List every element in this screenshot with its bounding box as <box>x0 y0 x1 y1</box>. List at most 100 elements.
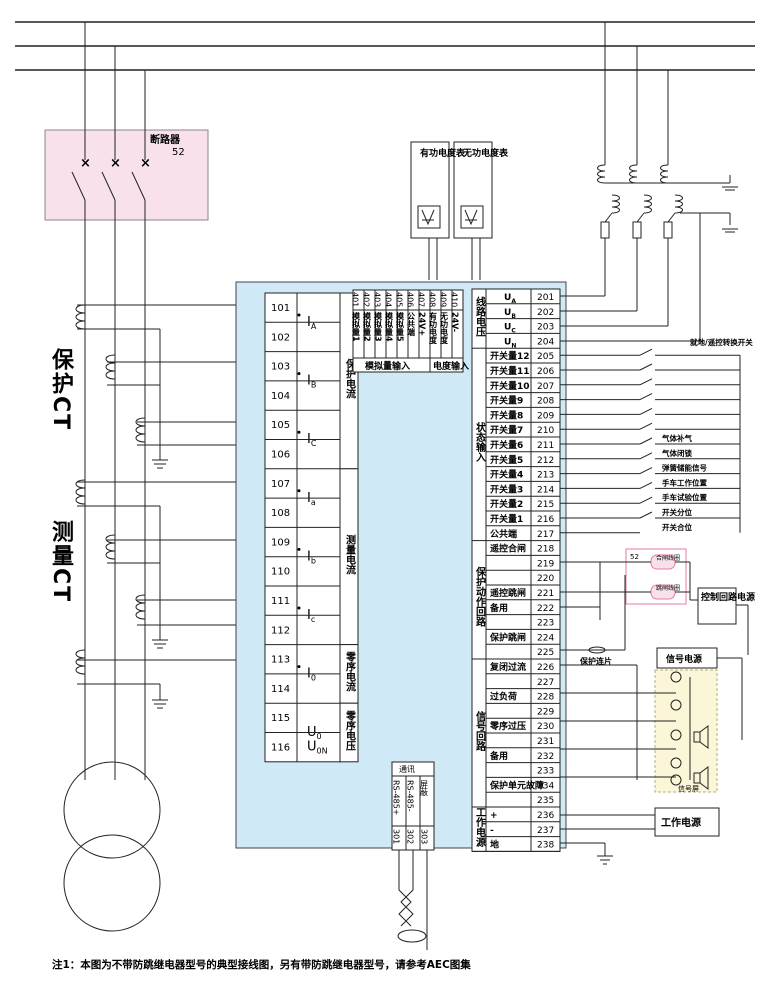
terminal-label-206: 开关量11 <box>490 365 530 377</box>
terminal-235: 235 <box>537 796 554 806</box>
comm-label-303: 屏蔽 <box>420 780 429 797</box>
terminal-224: 224 <box>537 633 554 643</box>
terminal-label-215: 开关量2 <box>490 498 523 510</box>
terminal-221: 221 <box>537 589 554 599</box>
switch-signal-label: 手车工作位置 <box>662 477 707 487</box>
current-terminal-block: 101IA102103IB104105IC106107Ia108109Ib110… <box>264 292 359 763</box>
terminal-225: 225 <box>537 648 554 658</box>
terminal-228: 228 <box>537 693 554 703</box>
terminal-label-218: 遥控合闸 <box>490 543 526 555</box>
terminal-115: 115 <box>271 713 290 724</box>
terminal-label-212: 开关量5 <box>490 454 523 466</box>
terminal-signal-109: Ib <box>307 549 316 565</box>
terminal-103: 103 <box>271 362 290 373</box>
switch-signal-label: 就地/遥控转换开关 <box>690 337 753 347</box>
terminal-label-230: 零序过压 <box>489 720 526 732</box>
aux-breaker-code: 52 <box>630 553 639 561</box>
footnote: 注1：本图为不带防跳继电器型号的典型接线图，另有带防跳继电器型号，请参考AEC图… <box>52 959 471 971</box>
terminal-205: 205 <box>537 352 554 362</box>
terminal-105: 105 <box>271 420 290 431</box>
terminal-label-216: 开关量1 <box>490 513 523 525</box>
terminal-101: 101 <box>271 303 290 314</box>
terminal-label-226: 复闭过流 <box>489 661 526 673</box>
terminal-217: 217 <box>537 530 554 540</box>
right-group-label: 工作电源 <box>474 807 486 848</box>
terminal-232: 232 <box>537 752 554 762</box>
terminal-label-205: 开关量12 <box>490 350 530 362</box>
analog-group-label: 模拟量输入 <box>365 360 410 372</box>
signal-power-label: 信号电源 <box>666 653 702 665</box>
terminal-227: 227 <box>537 678 554 688</box>
terminal-207: 207 <box>537 382 554 392</box>
transformer-lower <box>63 834 161 932</box>
terminal-216: 216 <box>537 515 554 525</box>
terminal-112: 112 <box>271 625 290 636</box>
right-group-label: 状态输入 <box>474 421 486 463</box>
comm-terminal-301: 301 <box>392 829 401 844</box>
analog-terminal-410: 410 <box>450 292 459 307</box>
terminal-218: 218 <box>537 545 554 555</box>
terminal-229: 229 <box>537 707 554 717</box>
analog-terminal-label-407: 24V+ <box>418 312 427 336</box>
terminal-210: 210 <box>537 426 554 436</box>
trip-coil-label: 跳闸线圈 <box>656 584 680 592</box>
terminal-226: 226 <box>537 663 554 673</box>
terminal-109: 109 <box>271 537 290 548</box>
terminal-234: 234 <box>537 781 554 791</box>
terminal-label-236: + <box>490 811 498 821</box>
terminal-label-208: 开关量9 <box>490 395 523 407</box>
terminal-label-237: - <box>490 826 494 836</box>
terminal-signal-107: Ia <box>307 491 316 507</box>
terminal-label-222: 备用 <box>489 602 508 614</box>
terminal-230: 230 <box>537 722 554 732</box>
analog-terminal-406: 406 <box>406 292 415 307</box>
analog-terminal-402: 402 <box>362 292 371 307</box>
terminal-223: 223 <box>537 619 554 629</box>
terminal-111: 111 <box>271 596 290 607</box>
reactive-meter-label: 无功电度表 <box>462 147 509 159</box>
measure-ct-label: 测量CT <box>48 520 73 604</box>
terminal-label-209: 开关量8 <box>490 409 523 421</box>
terminal-215: 215 <box>537 500 554 510</box>
transformer-upper <box>63 761 161 859</box>
terminal-209: 209 <box>537 411 554 421</box>
analog-terminal-401: 401 <box>351 292 360 307</box>
terminal-214: 214 <box>537 485 554 495</box>
analog-terminal-label-401: 模拟量1 <box>351 311 361 342</box>
terminal-237: 237 <box>537 826 554 836</box>
terminal-231: 231 <box>537 737 554 747</box>
switch-signal-label: 开关合位 <box>662 522 692 532</box>
terminal-107: 107 <box>271 479 290 490</box>
terminal-236: 236 <box>537 811 554 821</box>
terminal-233: 233 <box>537 767 554 777</box>
svg-text:×: × <box>110 156 121 171</box>
terminal-signal-101: IA <box>307 315 317 331</box>
right-group-label: 保护动作回路 <box>474 566 487 628</box>
terminal-113: 113 <box>271 655 290 666</box>
breaker-code: 52 <box>172 147 185 158</box>
analog-terminal-407: 407 <box>417 292 426 307</box>
terminal-signal-105: IC <box>307 432 317 448</box>
analog-terminal-block: 401模拟量1402模拟量2403模拟量3404模拟量4405模拟量5406公共… <box>351 289 469 373</box>
switch-signal-label: 气体补气 <box>661 433 692 443</box>
terminal-label-234: 保护单元故障 <box>489 779 544 791</box>
voltage-transformers <box>560 22 738 342</box>
svg-text:×: × <box>140 156 151 171</box>
terminal-label-213: 开关量4 <box>490 469 523 481</box>
terminal-label-238: 地 <box>490 839 499 851</box>
analog-terminal-label-404: 模拟量4 <box>384 311 394 342</box>
terminal-114: 114 <box>271 684 290 695</box>
terminal-108: 108 <box>271 508 290 519</box>
terminal-signal-103: IB <box>307 374 316 390</box>
comm-terminal-303: 303 <box>420 829 429 844</box>
analog-terminal-label-402: 模拟量2 <box>362 311 372 342</box>
switch-signal-label: 气体闭锁 <box>661 448 692 458</box>
terminal-212: 212 <box>537 456 554 466</box>
terminal-label-221: 遥控跳闸 <box>490 587 526 599</box>
work-power-label: 工作电源 <box>661 816 701 829</box>
analog-terminal-404: 404 <box>384 292 393 307</box>
switch-signal-label: 手车试验位置 <box>662 492 707 502</box>
terminal-label-214: 开关量3 <box>490 483 523 495</box>
analog-terminal-label-409: 无功电度 <box>439 312 449 345</box>
terminal-208: 208 <box>537 397 554 407</box>
